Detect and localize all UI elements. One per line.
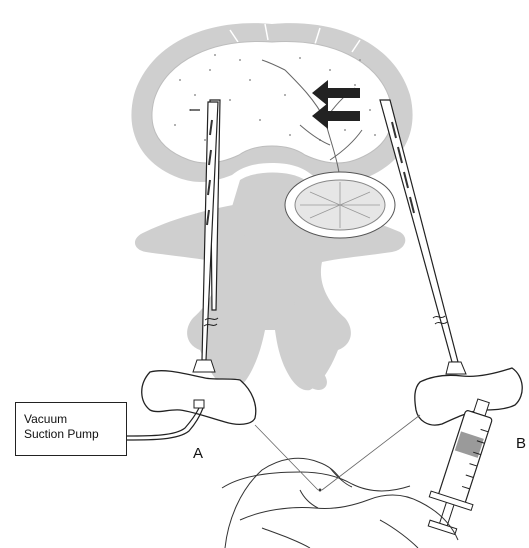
vacuum-suction-pump-label: Vacuum Suction Pump: [24, 412, 99, 442]
vacuum-suction-pump-box: Vacuum Suction Pump: [15, 402, 127, 456]
needle-path-right: [322, 415, 420, 490]
needle-left-hub: [193, 360, 215, 372]
vertebral-body-interior: [152, 42, 392, 163]
syringe-barrel: [437, 410, 492, 506]
patient-back: [222, 415, 458, 548]
pump-connector: [194, 400, 204, 408]
label-a: A: [193, 445, 203, 462]
needle-path-left: [255, 425, 318, 490]
label-b: B: [516, 435, 526, 452]
needle-right-hub: [446, 362, 466, 374]
vertebra: [131, 23, 412, 390]
